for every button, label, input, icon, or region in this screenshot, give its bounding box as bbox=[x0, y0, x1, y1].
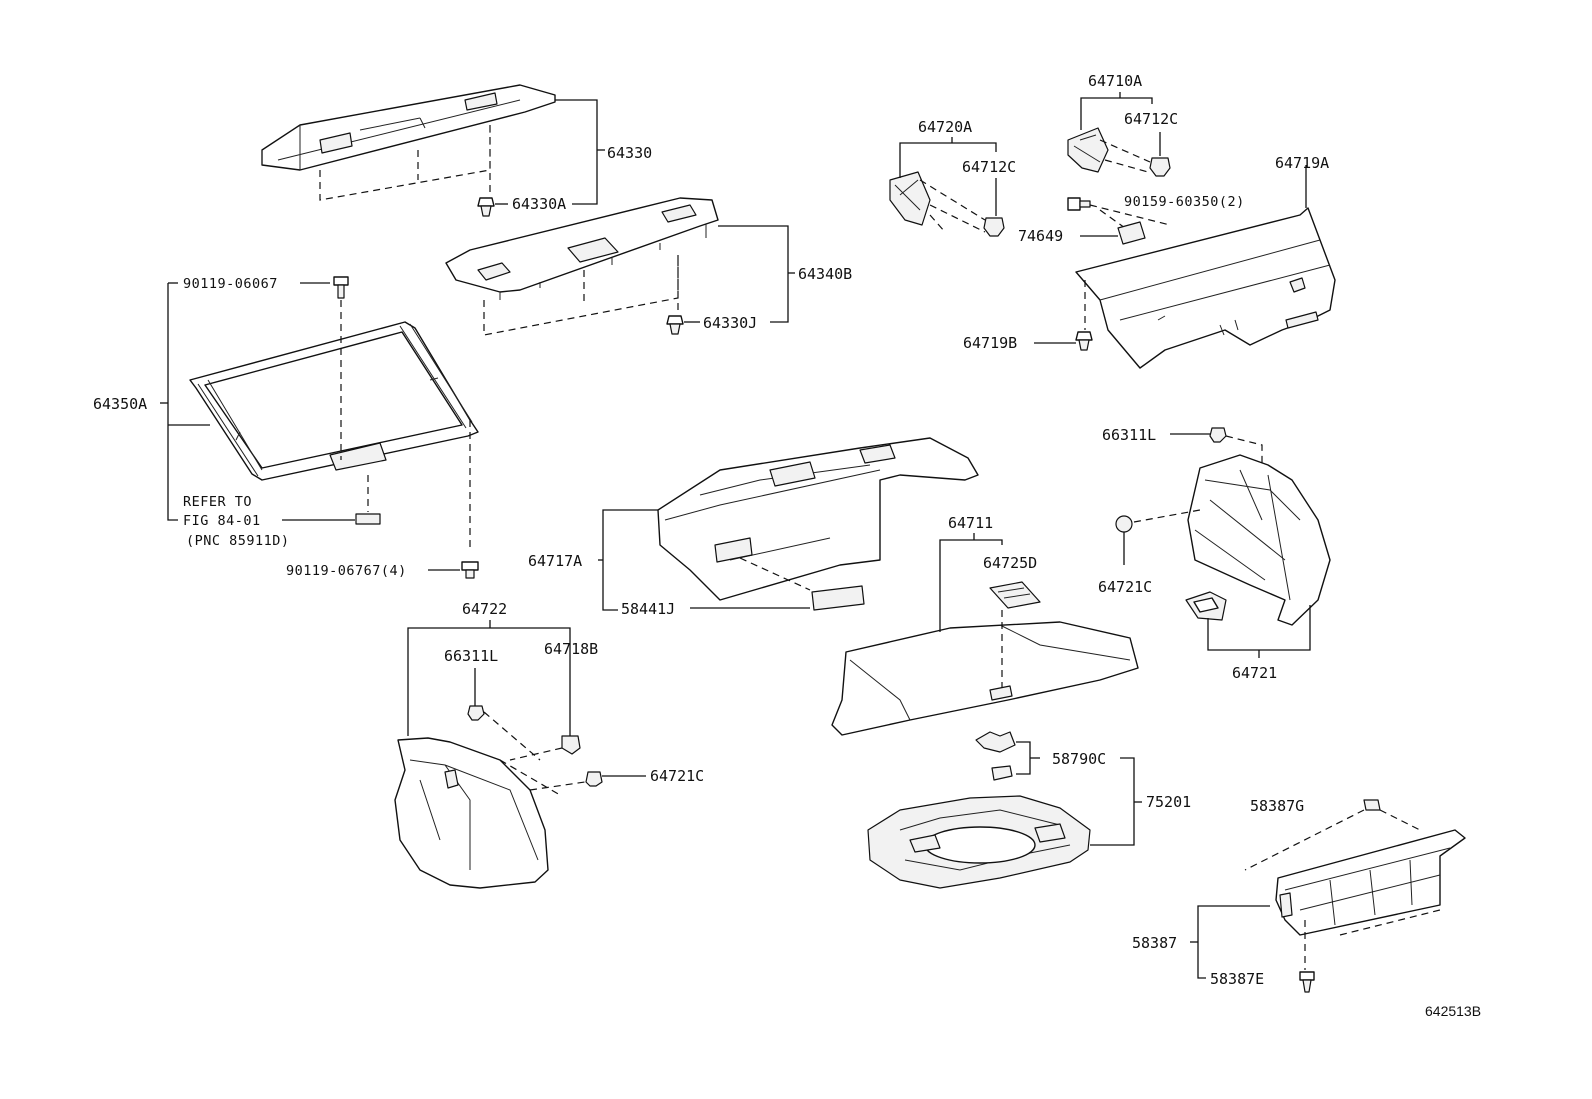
label-64725D: 64725D bbox=[983, 554, 1037, 572]
part-64719A-trunk-panel bbox=[1075, 207, 1336, 369]
label-90119-06767: 90119-06767(4) bbox=[286, 563, 407, 579]
label-64721: 64721 bbox=[1232, 664, 1277, 682]
part-64717A-trim-panel bbox=[657, 437, 979, 601]
label-58387G: 58387G bbox=[1250, 797, 1304, 815]
part-74649 bbox=[1117, 221, 1146, 245]
label-58387E: 58387E bbox=[1210, 970, 1264, 988]
part-64340B-package-tray bbox=[445, 197, 719, 300]
label-64717A: 64717A bbox=[528, 552, 582, 570]
label-64721C-left: 64721C bbox=[650, 767, 704, 785]
part-64721-hook bbox=[1185, 591, 1227, 621]
label-64718B: 64718B bbox=[544, 640, 598, 658]
label-58790C: 58790C bbox=[1052, 750, 1106, 768]
part-64722-side-trim-left bbox=[394, 737, 549, 889]
label-64330A: 64330A bbox=[512, 195, 566, 213]
part-64721-side-trim-right bbox=[1187, 454, 1331, 626]
part-58387-scuff-plate bbox=[1275, 829, 1466, 936]
part-75201-spare-tire-tray bbox=[867, 795, 1091, 889]
clip-58387E bbox=[1299, 971, 1315, 993]
label-64330: 64330 bbox=[607, 144, 652, 162]
part-64711-trunk-mat bbox=[831, 621, 1139, 736]
bolt-90119-06767 bbox=[461, 561, 479, 579]
label-64719A: 64719A bbox=[1275, 154, 1329, 172]
clip-66311L-right bbox=[1209, 427, 1227, 443]
label-64330J: 64330J bbox=[703, 314, 757, 332]
label-64350A: 64350A bbox=[93, 395, 147, 413]
label-58387: 58387 bbox=[1132, 934, 1177, 952]
label-64711: 64711 bbox=[948, 514, 993, 532]
label-64710A: 64710A bbox=[1088, 72, 1142, 90]
label-66311L-left: 66311L bbox=[444, 647, 498, 665]
clip-64712C-right bbox=[1149, 157, 1171, 177]
label-64719B: 64719B bbox=[963, 334, 1017, 352]
label-refer-line2: FIG 84-01 bbox=[183, 513, 261, 529]
clip-64330A bbox=[477, 197, 495, 217]
clip-64712C-left bbox=[983, 217, 1005, 237]
bolt-90159-60350 bbox=[1067, 197, 1091, 211]
label-90119-06067: 90119-06067 bbox=[183, 276, 278, 292]
part-64330-tray-trim bbox=[261, 84, 556, 171]
label-58441J: 58441J bbox=[621, 600, 675, 618]
clip-64718B bbox=[561, 735, 581, 755]
clip-64330J bbox=[666, 315, 684, 335]
label-64712C-right: 64712C bbox=[1124, 110, 1178, 128]
label-64340B: 64340B bbox=[798, 265, 852, 283]
clip-64721C-right bbox=[1115, 515, 1133, 565]
clip-66311L-left bbox=[467, 705, 485, 721]
label-refer-line3: (PNC 85911D) bbox=[186, 533, 290, 549]
label-66311L-right: 66311L bbox=[1102, 426, 1156, 444]
figure-id: 642513B bbox=[1425, 1003, 1481, 1019]
label-64721C-right: 64721C bbox=[1098, 578, 1152, 596]
label-74649: 74649 bbox=[1018, 227, 1063, 245]
label-75201: 75201 bbox=[1146, 793, 1191, 811]
part-64710A-bracket bbox=[1067, 127, 1109, 173]
label-64712C-left: 64712C bbox=[962, 158, 1016, 176]
pad-58441J bbox=[811, 585, 865, 611]
part-64350A-frame bbox=[189, 321, 479, 481]
part-64720A-bracket bbox=[889, 171, 931, 226]
clip-58790C bbox=[975, 731, 1016, 781]
bolt-90119-06067 bbox=[333, 276, 349, 299]
label-64720A: 64720A bbox=[918, 118, 972, 136]
clip-64721C-left bbox=[585, 771, 603, 787]
part-64725D bbox=[989, 581, 1041, 609]
clip-58387G bbox=[1363, 799, 1381, 811]
label-90159-60350: 90159-60350(2) bbox=[1124, 194, 1245, 210]
label-refer-line1: REFER TO bbox=[183, 494, 252, 510]
clip-64719B bbox=[1075, 331, 1093, 351]
clip-85911D bbox=[355, 513, 381, 525]
label-64722: 64722 bbox=[462, 600, 507, 618]
